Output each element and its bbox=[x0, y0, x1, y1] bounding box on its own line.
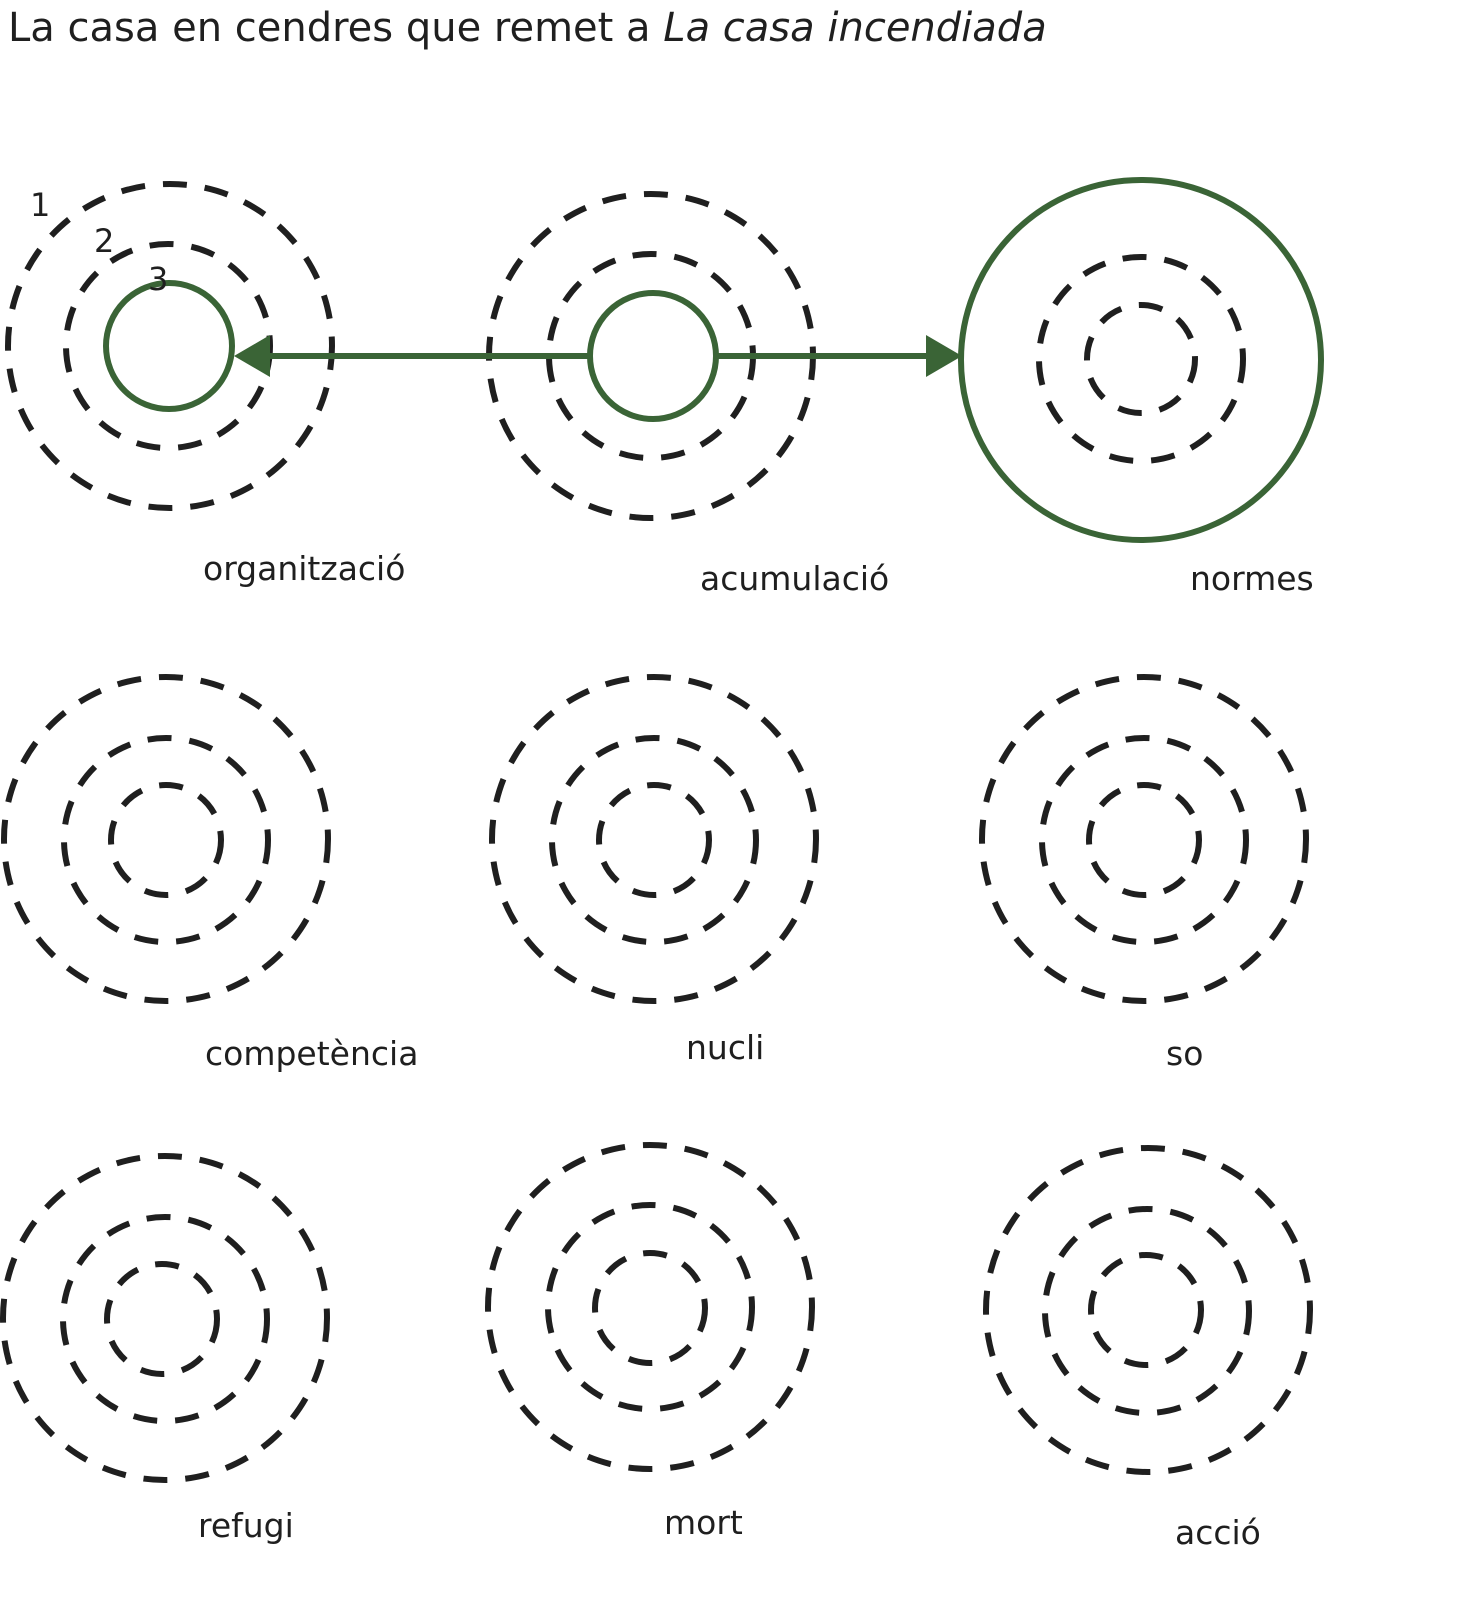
ring-inner bbox=[1086, 782, 1202, 898]
label-accio: acció bbox=[1175, 1513, 1261, 1552]
arrowhead-right bbox=[926, 335, 962, 377]
ring-inner bbox=[596, 782, 712, 898]
label-refugi: refugi bbox=[198, 1506, 294, 1545]
ring-outer-solid bbox=[958, 177, 1324, 543]
ring-middle bbox=[1042, 1206, 1252, 1416]
ring-outer bbox=[983, 1145, 1313, 1475]
ring-inner bbox=[1084, 302, 1198, 416]
ring-number-1: 1 bbox=[30, 186, 50, 224]
node-organitzacio: 1 2 3 organització bbox=[5, 181, 405, 588]
ring-outer bbox=[979, 674, 1309, 1004]
node-normes: normes bbox=[958, 177, 1324, 598]
ring-outer bbox=[489, 674, 819, 1004]
ring-middle bbox=[545, 1202, 755, 1412]
ring-inner-solid bbox=[103, 280, 235, 412]
label-normes: normes bbox=[1190, 559, 1314, 598]
ring-middle bbox=[549, 735, 759, 945]
ring-inner bbox=[1088, 1252, 1204, 1368]
node-competencia: competència bbox=[1, 674, 418, 1073]
label-organitzacio: organització bbox=[203, 549, 405, 588]
node-refugi: refugi bbox=[0, 1153, 330, 1545]
ring-middle bbox=[1036, 254, 1246, 464]
node-acumulacio: acumulació bbox=[486, 191, 889, 598]
ring-inner bbox=[108, 782, 224, 898]
ring-number-2: 2 bbox=[94, 222, 114, 260]
arrowhead-left bbox=[234, 335, 270, 377]
node-accio: acció bbox=[983, 1145, 1313, 1552]
ring-inner bbox=[592, 1250, 708, 1366]
ring-outer bbox=[5, 181, 335, 511]
label-so: so bbox=[1166, 1034, 1203, 1073]
label-mort: mort bbox=[664, 1503, 743, 1542]
ring-inner bbox=[104, 1261, 220, 1377]
node-mort: mort bbox=[485, 1142, 815, 1542]
title-italic: La casa incendiada bbox=[663, 5, 1047, 51]
ring-outer bbox=[485, 1142, 815, 1472]
ring-outer bbox=[0, 1153, 330, 1483]
label-acumulacio: acumulació bbox=[700, 559, 889, 598]
ring-number-3: 3 bbox=[148, 260, 168, 298]
label-nucli: nucli bbox=[686, 1028, 764, 1067]
label-competencia: competència bbox=[205, 1034, 418, 1073]
ring-middle bbox=[1039, 735, 1249, 945]
node-so: so bbox=[979, 674, 1309, 1073]
node-nucli: nucli bbox=[489, 674, 819, 1067]
title-prefix: La casa en cendres que remet a bbox=[8, 5, 664, 51]
ring-middle bbox=[60, 1214, 270, 1424]
diagram-title: La casa en cendres que remet a La casa i… bbox=[8, 2, 1047, 54]
arrow-left bbox=[234, 335, 590, 377]
arrow-right bbox=[716, 335, 962, 377]
ring-middle bbox=[61, 735, 271, 945]
ring-inner-solid bbox=[587, 290, 719, 422]
ring-outer bbox=[1, 674, 331, 1004]
